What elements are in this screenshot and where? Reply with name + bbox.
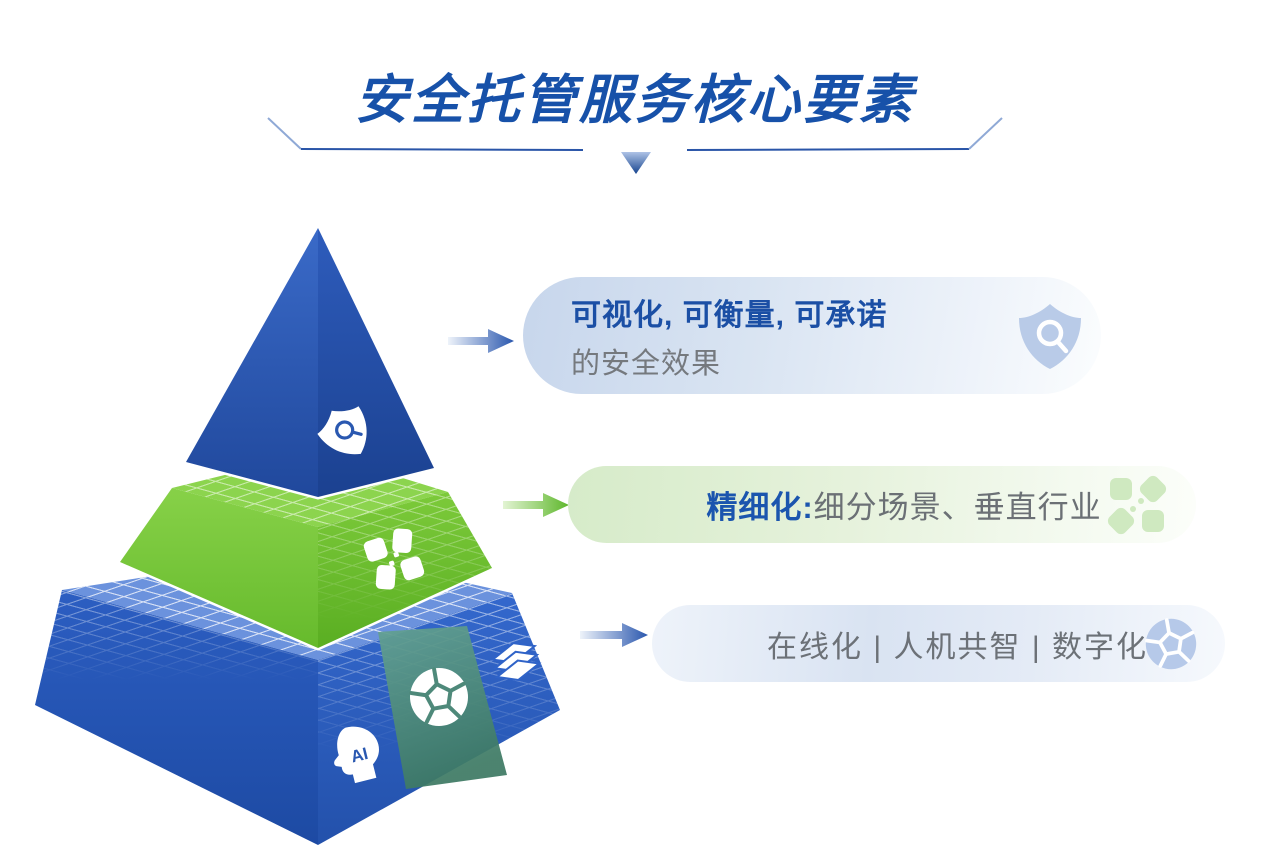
callout-emphasis-text: 精细化: xyxy=(706,490,814,525)
arrow-right-icon xyxy=(448,329,514,353)
divider-right-diagonal xyxy=(968,117,1003,150)
title-divider xyxy=(267,117,1003,174)
callout-emphasis-text: 可视化, 可衡量, 可承诺 xyxy=(571,298,888,332)
chevron-down-icon xyxy=(621,152,651,174)
pinwheel-icon xyxy=(363,528,425,590)
top-layer-right-face xyxy=(318,228,434,497)
pyramid-top-layer xyxy=(183,225,437,500)
callout-refinement: 精细化: 细分场景、垂直行业 xyxy=(568,466,1196,543)
callout-body-text: 在线化 | 人机共智 | 数字化 xyxy=(767,630,1148,664)
arrow-right-icon xyxy=(580,623,648,647)
pinwheel-icon xyxy=(1107,475,1167,534)
arrow-right-icon xyxy=(503,493,569,517)
page-title: 安全托管服务核心要素 xyxy=(355,71,915,130)
callout-body-text: 的安全效果 xyxy=(571,347,722,380)
top-layer-left-face xyxy=(186,228,318,497)
callout-digitalization: 在线化 | 人机共智 | 数字化 xyxy=(652,605,1225,682)
ai-head-icon: AI xyxy=(334,726,379,784)
divider-right-line xyxy=(686,148,970,151)
divider-left-line xyxy=(300,148,584,151)
pyramid-graphic: AI xyxy=(32,225,563,848)
callout-visualization: 可视化, 可衡量, 可承诺 的安全效果 xyxy=(523,277,1101,394)
shield-search-icon xyxy=(317,406,367,455)
pyramid-bottom-layer: AI xyxy=(32,547,563,848)
divider-left-diagonal xyxy=(267,117,302,150)
shield-search-icon xyxy=(1019,303,1081,369)
globe-network-icon xyxy=(1145,617,1197,669)
pyramid-middle-layer xyxy=(117,449,495,651)
callout-body-text: 细分场景、垂直行业 xyxy=(813,490,1102,525)
middle-layer-left-face xyxy=(120,488,318,648)
layers-icon xyxy=(490,642,542,681)
svg-text:AI: AI xyxy=(349,744,370,767)
globe-network-icon xyxy=(409,667,468,726)
